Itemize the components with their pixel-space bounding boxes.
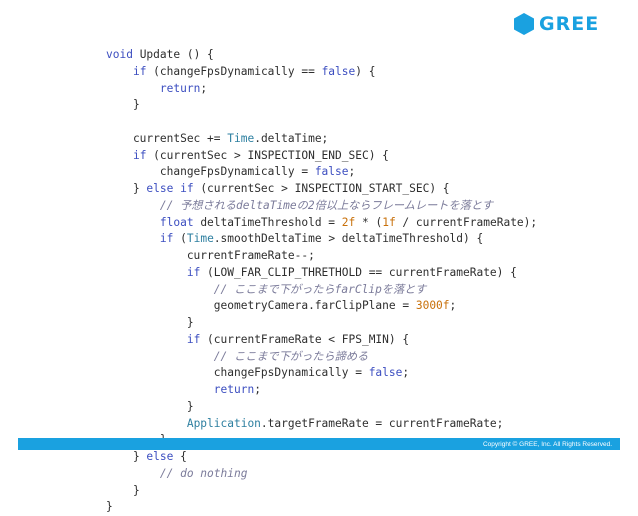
code-token: float xyxy=(159,215,194,229)
code-token: Time xyxy=(227,131,255,145)
code-token: false xyxy=(321,64,356,78)
code-line: if (currentSec > INSPECTION_END_SEC) { xyxy=(106,148,537,165)
code-token: } xyxy=(106,483,140,497)
code-token: Time xyxy=(186,232,214,246)
logo-text: GREE xyxy=(539,13,600,35)
code-token: } xyxy=(106,316,194,329)
code-token: if xyxy=(186,265,201,279)
code-token: // 予想されるdeltaTimeの2倍以上ならフレームレートを落とす xyxy=(106,198,493,212)
code-line: } else if (currentSec > INSPECTION_START… xyxy=(106,181,537,198)
code-token: } xyxy=(106,98,140,112)
code-token: currentSec += xyxy=(106,131,228,145)
code-token: } xyxy=(106,182,147,195)
code-token: (currentSec > INSPECTION_START_SEC) { xyxy=(193,182,450,195)
code-token: if xyxy=(132,148,147,162)
code-token: * ( xyxy=(355,215,383,229)
code-line: // do nothing xyxy=(106,466,537,483)
code-token: Update () { xyxy=(132,48,214,61)
code-line: // ここまで下がったらfarClipを落とす xyxy=(106,282,537,299)
code-token xyxy=(106,383,214,396)
code-token: deltaTimeThreshold = xyxy=(193,215,342,229)
code-token: } xyxy=(106,450,147,463)
code-token: ; xyxy=(348,165,356,179)
code-token: return xyxy=(159,81,201,95)
code-token: ; xyxy=(200,81,208,95)
code-line: if (changeFpsDynamically == false) { xyxy=(106,64,537,81)
code-token xyxy=(106,216,160,229)
code-line: if (LOW_FAR_CLIP_THRETHOLD == currentFra… xyxy=(106,265,537,282)
code-token: 1f xyxy=(382,215,396,229)
code-line: } xyxy=(106,399,537,416)
code-line: geometryCamera.farClipPlane = 3000f; xyxy=(106,298,537,315)
footer-bar: Copyright © GREE, Inc. All Rights Reserv… xyxy=(18,438,620,450)
code-line: // 予想されるdeltaTimeの2倍以上ならフレームレートを落とす xyxy=(106,198,537,215)
code-line: float deltaTimeThreshold = 2f * (1f / cu… xyxy=(106,215,537,232)
code-token: .targetFrameRate = currentFrameRate; xyxy=(260,416,504,430)
code-token: (changeFpsDynamically == xyxy=(146,64,322,78)
code-token: currentFrameRate--; xyxy=(106,249,315,262)
code-token: (currentFrameRate < FPS_MIN) { xyxy=(200,332,410,346)
code-line: } else { xyxy=(106,449,537,466)
code-token: if xyxy=(186,332,201,346)
gree-logo: GREE xyxy=(513,12,599,36)
code-line: } xyxy=(106,499,537,516)
code-token: (currentSec > INSPECTION_END_SEC) { xyxy=(146,148,389,162)
code-token xyxy=(106,417,187,430)
code-token xyxy=(106,333,187,346)
code-line: return; xyxy=(106,81,537,98)
code-token xyxy=(106,149,133,162)
code-token: } xyxy=(106,399,194,413)
code-token: // ここまで下がったら諦める xyxy=(106,349,369,363)
code-token: ; xyxy=(402,366,410,380)
code-token: { xyxy=(173,450,187,463)
hexagon-logo-icon xyxy=(514,13,534,35)
code-line: if (currentFrameRate < FPS_MIN) { xyxy=(106,332,537,349)
code-token: ) { xyxy=(355,64,376,78)
code-line: if (Time.smoothDeltaTime > deltaTimeThre… xyxy=(106,231,537,248)
code-token: // do nothing xyxy=(106,466,248,480)
code-token: if xyxy=(159,232,174,246)
code-token: / currentFrameRate); xyxy=(395,215,538,229)
code-token xyxy=(106,82,160,95)
code-token: void xyxy=(106,48,133,61)
code-token: else if xyxy=(146,182,194,195)
code-line: currentFrameRate--; xyxy=(106,248,537,265)
code-line: // ここまで下がったら諦める xyxy=(106,349,537,366)
code-token: ; xyxy=(449,299,457,313)
code-token: // ここまで下がったらfarClipを落とす xyxy=(106,282,427,296)
code-token: ; xyxy=(254,383,261,396)
code-token: (LOW_FAR_CLIP_THRETHOLD == currentFrameR… xyxy=(200,265,517,279)
code-token: false xyxy=(368,366,403,380)
code-line xyxy=(106,114,537,131)
code-token: 3000f xyxy=(415,299,450,313)
code-token: return xyxy=(213,383,255,396)
code-token: changeFpsDynamically = xyxy=(106,366,369,380)
code-token xyxy=(106,266,187,279)
code-token: false xyxy=(314,165,349,179)
code-token: Application xyxy=(186,416,261,430)
code-line: changeFpsDynamically = false; xyxy=(106,365,537,382)
code-line: currentSec += Time.deltaTime; xyxy=(106,131,537,148)
code-token: geometryCamera.farClipPlane = xyxy=(106,299,416,313)
code-token: if xyxy=(132,64,147,78)
code-line: } xyxy=(106,315,537,332)
code-token: .deltaTime; xyxy=(254,131,329,145)
code-token xyxy=(106,232,160,245)
code-token: changeFpsDynamically = xyxy=(106,165,315,179)
copyright-text: Copyright © GREE, Inc. All Rights Reserv… xyxy=(482,440,612,448)
code-token: } xyxy=(106,500,113,514)
code-line: } xyxy=(106,483,537,500)
code-token xyxy=(106,65,133,78)
code-token: ( xyxy=(173,232,187,246)
code-token: else xyxy=(146,450,174,463)
code-token: 2f xyxy=(341,215,356,229)
code-line: return; xyxy=(106,382,537,399)
code-line: changeFpsDynamically = false; xyxy=(106,164,537,181)
code-token: .smoothDeltaTime > deltaTimeThreshold) { xyxy=(213,232,484,246)
code-line: Application.targetFrameRate = currentFra… xyxy=(106,416,537,433)
code-line: void Update () { xyxy=(106,47,537,64)
code-line: } xyxy=(106,97,537,114)
